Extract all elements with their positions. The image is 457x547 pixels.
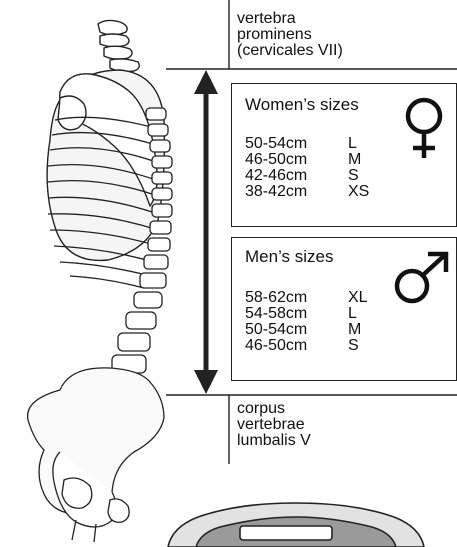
bottom-landmark-label: corpus vertebrae lumbalis V: [237, 401, 311, 449]
top-landmark-line-3: (cervicales VII): [237, 43, 343, 59]
size-range: 54-58cm: [245, 306, 307, 322]
bottom-landmark-line-2: vertebrae: [237, 417, 311, 433]
measurement-arrow: [194, 70, 218, 394]
mens-sizes-title: Men’s sizes: [245, 248, 334, 266]
size-range: 50-54cm: [245, 322, 307, 338]
mens-sizes-panel: Men’s sizes 58-62cm XL 54-58cm L 50-54cm…: [231, 237, 457, 381]
size-code: S: [348, 338, 359, 354]
male-symbol-icon: [388, 250, 457, 310]
womens-sizes-title: Women’s sizes: [245, 96, 359, 114]
bottom-landmark-line-1: corpus: [237, 401, 311, 417]
womens-sizes-panel: Women’s sizes 50-54cm L 46-50cm M 42-46c…: [231, 83, 457, 227]
size-range: 58-62cm: [245, 290, 307, 306]
top-landmark-line-1: vertebra: [237, 11, 343, 27]
size-code: S: [348, 168, 359, 184]
top-landmark-line-2: prominens: [237, 27, 343, 43]
size-range: 46-50cm: [245, 338, 307, 354]
size-code: L: [348, 136, 357, 152]
top-landmark-label: vertebra prominens (cervicales VII): [237, 11, 343, 59]
size-code: XS: [348, 184, 369, 200]
size-range: 46-50cm: [245, 152, 307, 168]
size-range: 42-46cm: [245, 168, 307, 184]
size-code: XL: [348, 290, 368, 306]
female-symbol-icon: [394, 92, 454, 162]
size-code: M: [348, 322, 361, 338]
size-range: 50-54cm: [245, 136, 307, 152]
size-code: L: [348, 306, 357, 322]
size-code: M: [348, 152, 361, 168]
bottom-landmark-line-3: lumbalis V: [237, 433, 311, 449]
size-range: 38-42cm: [245, 184, 307, 200]
